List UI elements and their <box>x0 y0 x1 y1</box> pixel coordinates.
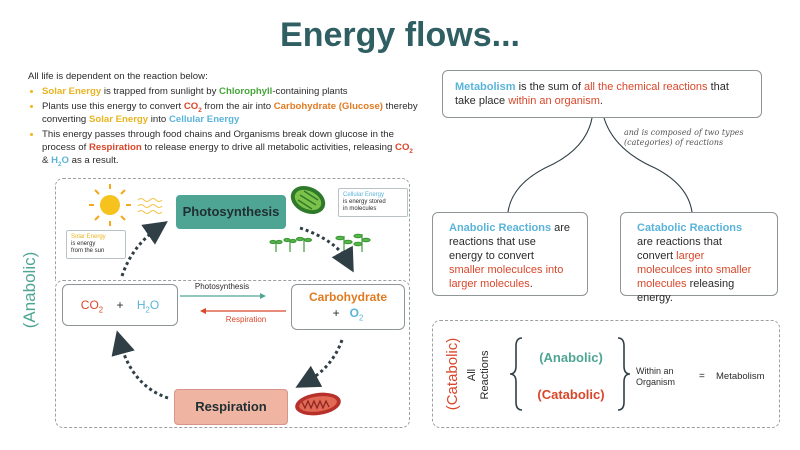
sunlight-rays-icon <box>137 198 163 214</box>
reaction-arrows <box>180 293 286 314</box>
cycle-arrows <box>111 221 354 400</box>
equals-sign: = <box>699 371 705 382</box>
solar-energy-note: Solar Energy is energy from the sun <box>66 230 126 259</box>
summary-catabolic: (Catabolic) <box>537 387 605 402</box>
reactants-box: CO2 + H2O <box>62 284 178 326</box>
composed-note: and is composed of two types (categories… <box>624 128 744 147</box>
chloroplast-icon <box>290 185 326 215</box>
sun-icon <box>89 184 131 226</box>
summary-anabolic: (Anabolic) <box>539 350 603 365</box>
photosynthesis-box: Photosynthesis <box>176 195 286 229</box>
arrow-label-respiration: Respiration <box>225 315 267 324</box>
metabolism-definition-box: Metabolism is the sum of all the chemica… <box>442 70 762 118</box>
mitochondrion-icon <box>295 392 341 416</box>
connector-lines <box>507 117 693 213</box>
anabolic-definition-box: Anabolic Reactions are reactions that us… <box>432 212 588 296</box>
intro-bullet-2: Plants use this energy to convert CO2 fr… <box>42 100 418 127</box>
page-title: Energy flows... <box>280 16 520 54</box>
cellular-energy-note: Cellular Energy is energy stored in mole… <box>338 188 408 217</box>
intro-bullet-1: Solar Energy is trapped from sunlight by… <box>42 85 418 98</box>
intro-bullets: Solar Energy is trapped from sunlight by… <box>28 85 418 168</box>
intro-bullet-3: This energy passes through food chains a… <box>42 128 418 168</box>
catabolic-definition-box: Catabolic Reactions are reactions that c… <box>620 212 778 304</box>
anabolic-region-outline <box>55 178 410 281</box>
summary-metabolism: Metabolism <box>716 371 765 382</box>
within-organism-label: Within an Organism <box>636 366 676 387</box>
summary-box <box>432 320 780 428</box>
respiration-box: Respiration <box>174 389 288 425</box>
intro-lead: All life is dependent on the reaction be… <box>28 71 208 82</box>
products-box: Carbohydrate + O2 <box>291 284 405 330</box>
arrow-label-photosynthesis: Photosynthesis <box>194 282 250 291</box>
catabolic-region-outline <box>55 280 410 428</box>
seedlings-icon <box>269 233 371 252</box>
intro-text: All life is dependent on the reaction be… <box>28 70 418 169</box>
